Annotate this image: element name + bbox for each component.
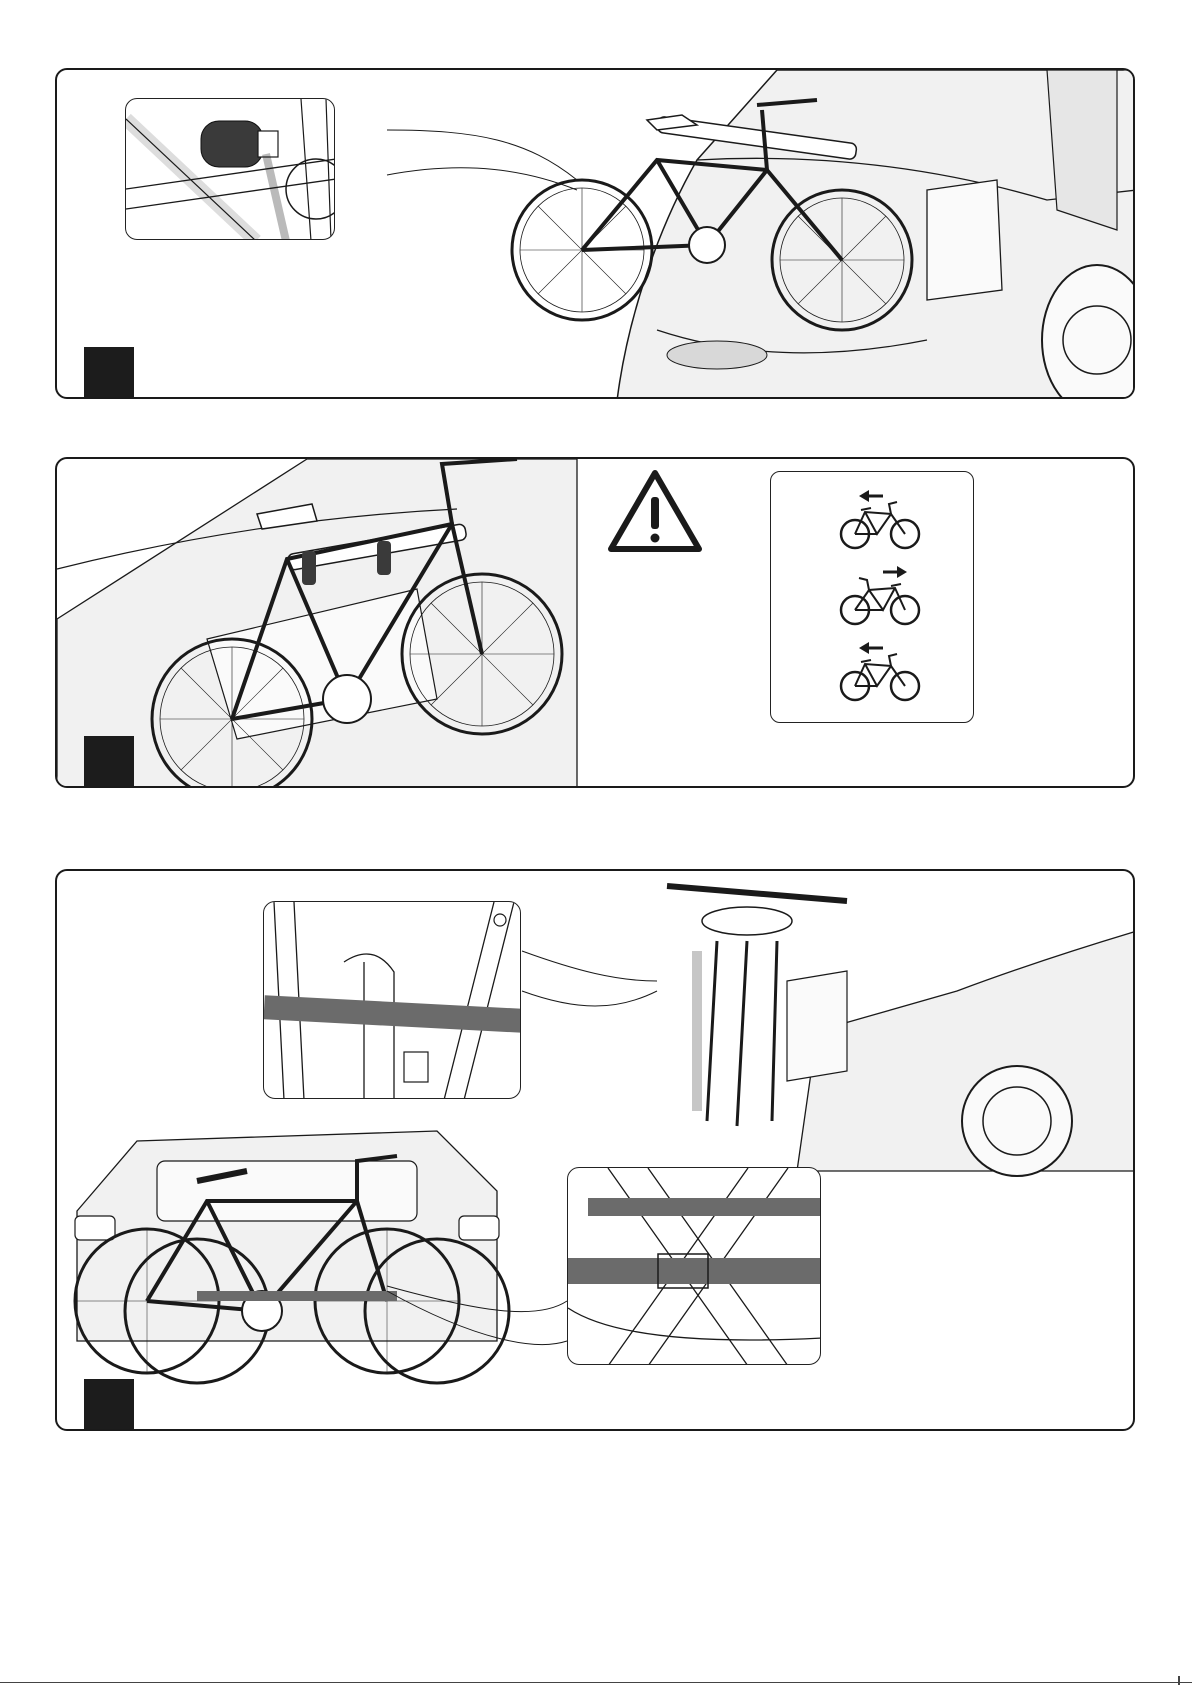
bicycle-orientation-icons [771,472,975,724]
step-number-box [84,347,134,397]
clamp-detail-illustration [126,99,335,240]
step-1-panel [55,68,1135,399]
bicycle-arrow-left-icon [841,490,919,548]
bicycle-arrow-right-icon [841,566,919,624]
detail-inset-strap-lower [567,1167,821,1365]
page-corner-mark [1178,1676,1180,1685]
step-2-panel [55,457,1135,788]
detail-inset-frame-clamp [125,98,335,240]
strap-buckle-detail-illustration [568,1168,821,1365]
page-bottom-rule [0,1682,1192,1683]
strap-detail-illustration [264,902,521,1099]
detail-inset-strap-upper [263,901,521,1099]
step-number-box [84,1379,134,1429]
bicycle-arrow-left-icon [841,642,919,700]
step-number-box [84,736,134,786]
loading-order-legend [770,471,974,723]
step-3-panel [55,869,1135,1431]
warning-triangle-icon [605,467,705,557]
